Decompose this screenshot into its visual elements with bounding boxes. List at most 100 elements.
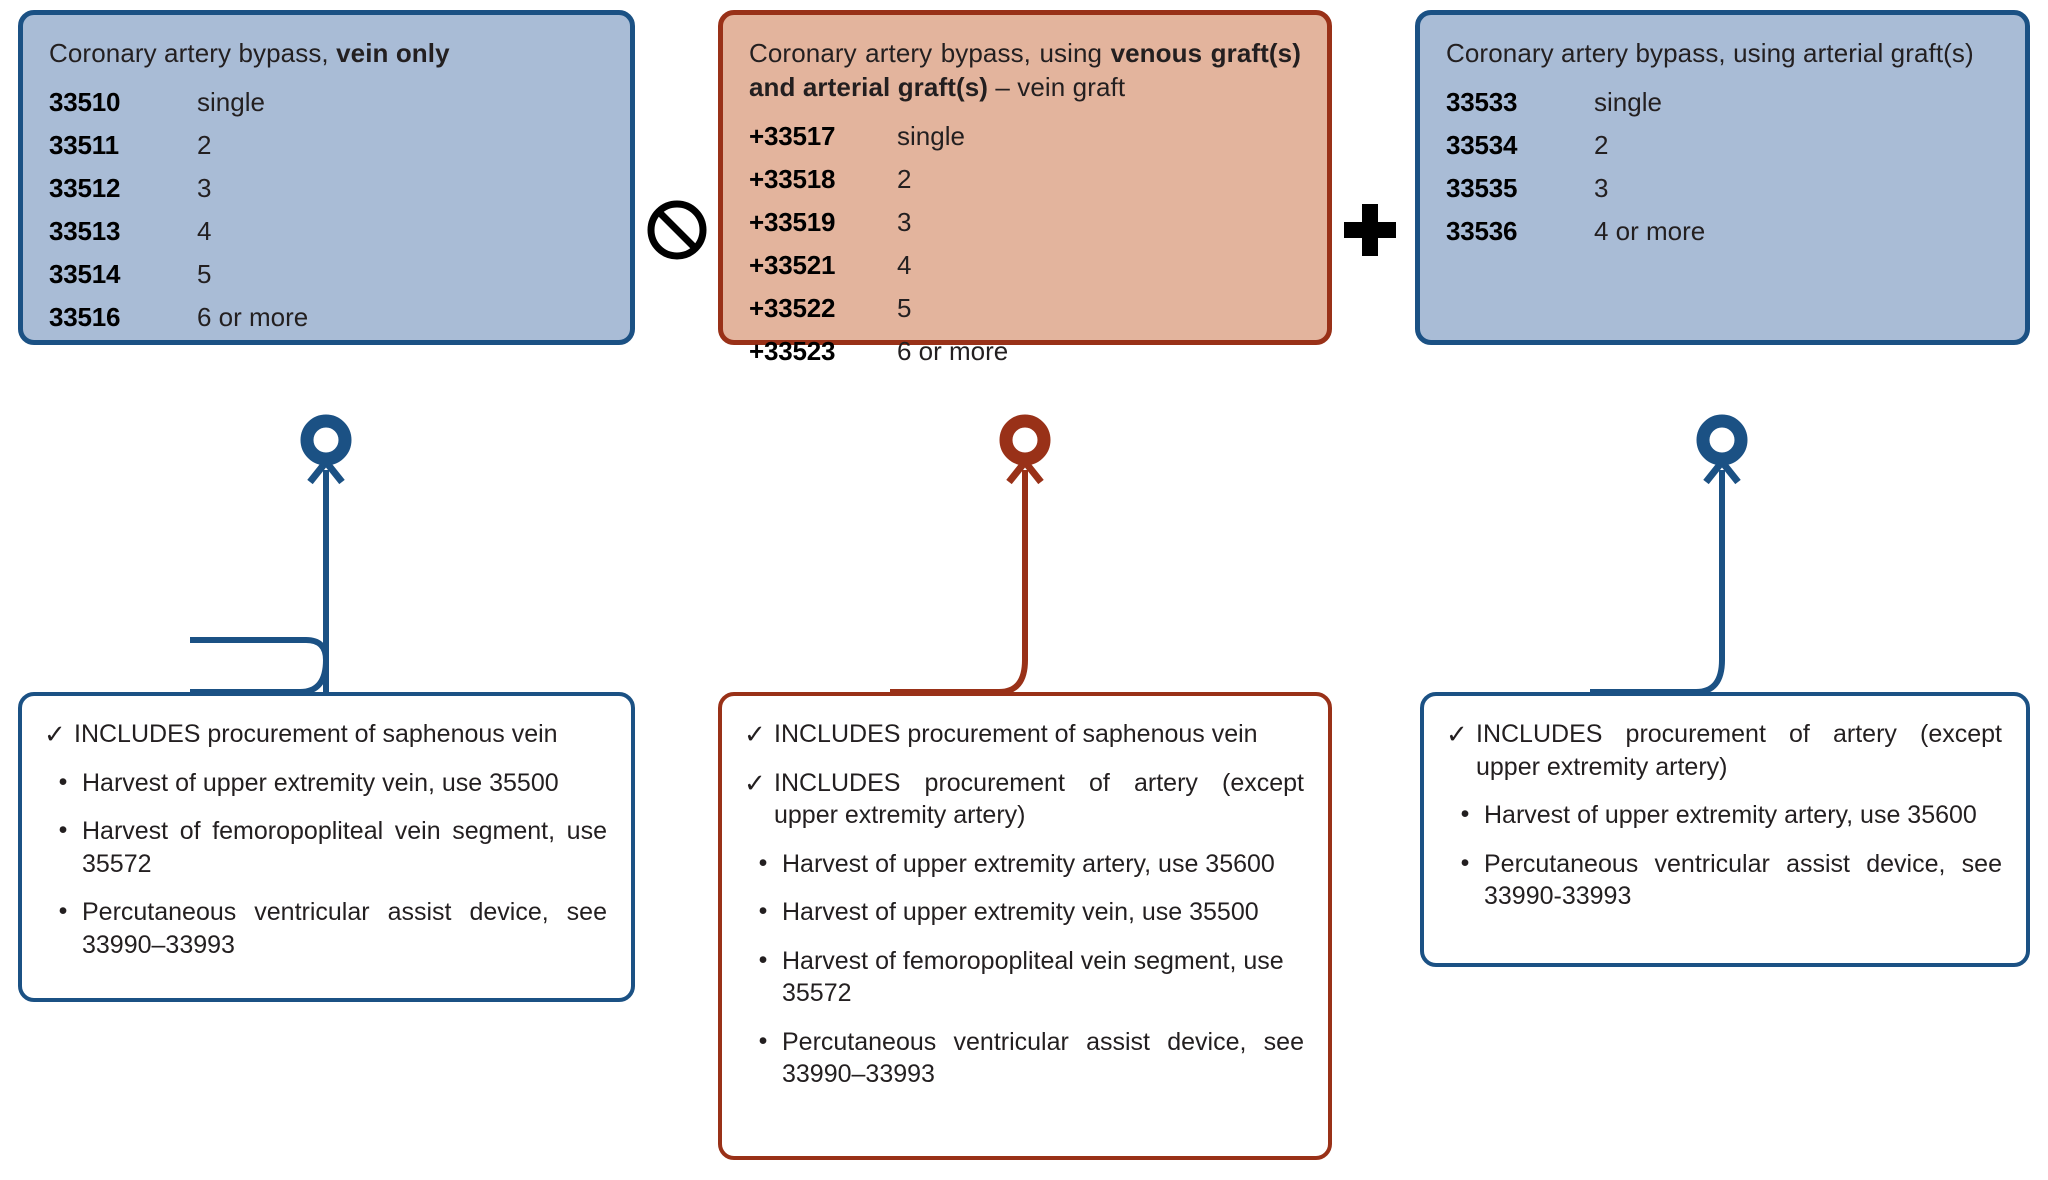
prohibited-icon xyxy=(645,198,709,262)
code-box-title: Coronary artery bypass, vein only xyxy=(49,37,604,71)
code-box-title-prefix: Coronary artery bypass, using arterial g… xyxy=(1446,38,1974,68)
code-row[interactable]: +33522 5 xyxy=(749,293,1301,324)
includes-text: INCLUDES procurement of saphenous vein xyxy=(774,720,1258,748)
list-item: • Harvest of upper extremity vein, use 3… xyxy=(744,896,1304,929)
bullet-icon: • xyxy=(58,816,68,844)
code-number: +33517 xyxy=(749,120,836,151)
code-number: 33510 xyxy=(49,86,121,117)
code-number: +33518 xyxy=(749,163,836,194)
note-bullet-list: • Harvest of upper extremity artery, use… xyxy=(744,848,1304,1091)
code-row[interactable]: 33536 4 or more xyxy=(1446,216,1999,247)
includes-text: INCLUDES procurement of artery (except u… xyxy=(774,768,1304,830)
note-box-left[interactable]: ✓ INCLUDES procurement of saphenous vein… xyxy=(18,692,635,1002)
code-row[interactable]: +33523 6 or more xyxy=(749,336,1301,367)
note-box-right[interactable]: ✓ INCLUDES procurement of artery (except… xyxy=(1420,692,2030,967)
list-item: • Harvest of femoropopliteal vein segmen… xyxy=(44,815,607,880)
code-description: single xyxy=(1594,86,1662,117)
code-box-title-prefix: Coronary artery bypass, xyxy=(49,38,337,68)
note-box-middle[interactable]: ✓ INCLUDES procurement of saphenous vein… xyxy=(718,692,1332,1160)
code-description: 3 xyxy=(897,206,912,237)
code-number: 33535 xyxy=(1446,172,1518,203)
code-number: +33521 xyxy=(749,249,836,280)
code-description: single xyxy=(897,120,965,151)
code-description: 5 xyxy=(197,258,212,289)
code-row[interactable]: 33535 3 xyxy=(1446,173,1999,204)
list-item-text: Percutaneous ventricular assist device, … xyxy=(782,1027,1304,1089)
code-box-vein-only[interactable]: Coronary artery bypass, vein only 33510 … xyxy=(18,10,635,345)
code-number: 33533 xyxy=(1446,86,1518,117)
list-item-text: Harvest of femoropopliteal vein segment,… xyxy=(82,817,607,878)
code-row[interactable]: +33521 4 xyxy=(749,250,1301,281)
connector-middle xyxy=(890,414,1051,695)
includes-line: ✓ INCLUDES procurement of saphenous vein xyxy=(44,718,607,751)
connector-left xyxy=(190,414,352,695)
code-description: 3 xyxy=(197,172,212,203)
list-item-text: Harvest of upper extremity vein, use 355… xyxy=(782,898,1259,926)
list-item: • Harvest of upper extremity artery, use… xyxy=(1446,799,2002,832)
code-box-title: Coronary artery bypass, using arterial g… xyxy=(1446,37,1999,71)
code-description: 2 xyxy=(897,163,912,194)
code-row[interactable]: 33534 2 xyxy=(1446,130,1999,161)
code-row[interactable]: 33516 6 or more xyxy=(49,302,604,333)
check-icon: ✓ xyxy=(744,767,766,798)
includes-line: ✓ INCLUDES procurement of saphenous vein xyxy=(744,718,1304,751)
code-number: 33513 xyxy=(49,215,121,246)
list-item: • Harvest of upper extremity vein, use 3… xyxy=(44,767,607,800)
bullet-icon: • xyxy=(58,767,68,796)
code-row[interactable]: +33517 single xyxy=(749,121,1301,152)
list-item-text: Harvest of femoropopliteal vein segment,… xyxy=(782,946,1284,1008)
code-row[interactable]: +33518 2 xyxy=(749,164,1301,195)
code-row[interactable]: 33510 single xyxy=(49,87,604,118)
code-row[interactable]: 33533 single xyxy=(1446,87,1999,118)
bullet-icon: • xyxy=(758,1026,768,1055)
list-item-text: Percutaneous ventricular assist device, … xyxy=(82,898,607,959)
check-icon: ✓ xyxy=(44,719,66,749)
code-description: 4 xyxy=(197,215,212,246)
code-row[interactable]: 33514 5 xyxy=(49,259,604,290)
bullet-icon: • xyxy=(58,897,68,925)
code-description: 6 or more xyxy=(897,335,1009,366)
list-item: • Percutaneous ventricular assist device… xyxy=(44,896,607,961)
code-description: 2 xyxy=(1594,129,1609,160)
code-box-arterial-only[interactable]: Coronary artery bypass, using arterial g… xyxy=(1415,10,2030,345)
code-row[interactable]: 33511 2 xyxy=(49,130,604,161)
code-number: 33512 xyxy=(49,172,121,203)
note-bullet-list: • Harvest of upper extremity artery, use… xyxy=(1446,799,2002,913)
list-item: • Harvest of upper extremity artery, use… xyxy=(744,848,1304,881)
note-bullet-list: • Harvest of upper extremity vein, use 3… xyxy=(44,767,607,962)
list-item-text: Harvest of upper extremity vein, use 355… xyxy=(82,768,559,797)
includes-line: ✓ INCLUDES procurement of artery (except… xyxy=(744,767,1304,832)
code-number: 33511 xyxy=(49,129,119,160)
code-number: 33536 xyxy=(1446,215,1518,246)
code-number: +33523 xyxy=(749,335,836,366)
code-row[interactable]: 33512 3 xyxy=(49,173,604,204)
code-number: +33522 xyxy=(749,292,836,323)
code-box-title-bold: venous graft(s) and arterial graft(s) xyxy=(749,38,1301,102)
list-item: • Harvest of femoropopliteal vein segmen… xyxy=(744,945,1304,1010)
list-item-text: Harvest of upper extremity artery, use 3… xyxy=(1484,801,1977,829)
code-description: 4 or more xyxy=(1594,215,1706,246)
bullet-icon: • xyxy=(758,848,768,877)
list-item-text: Percutaneous ventricular assist device, … xyxy=(1484,849,2002,911)
code-number: 33516 xyxy=(49,301,121,332)
code-box-venous-and-arterial[interactable]: Coronary artery bypass, using venous gra… xyxy=(718,10,1332,366)
code-number: +33519 xyxy=(749,206,836,237)
plus-icon xyxy=(1338,198,1402,262)
bullet-icon: • xyxy=(758,897,768,925)
code-box-title-bold: vein only xyxy=(336,38,450,68)
connector-right xyxy=(1590,414,1748,695)
code-row[interactable]: +33519 3 xyxy=(749,207,1301,238)
list-item: • Percutaneous ventricular assist device… xyxy=(1446,848,2002,913)
list-item: • Percutaneous ventricular assist device… xyxy=(744,1026,1304,1091)
code-description: 3 xyxy=(1594,172,1609,203)
code-box-title-suffix: – vein graft xyxy=(988,71,1126,102)
code-box-title-prefix: Coronary artery bypass, using xyxy=(749,38,1111,68)
check-icon: ✓ xyxy=(744,719,766,749)
code-row[interactable]: 33513 4 xyxy=(49,216,604,247)
bullet-icon: • xyxy=(1460,848,1470,877)
check-icon: ✓ xyxy=(1446,719,1468,749)
code-description: 6 or more xyxy=(197,301,309,332)
includes-text: INCLUDES procurement of artery (except u… xyxy=(1476,720,2002,781)
code-number: 33534 xyxy=(1446,129,1518,160)
code-number: 33514 xyxy=(49,258,121,289)
